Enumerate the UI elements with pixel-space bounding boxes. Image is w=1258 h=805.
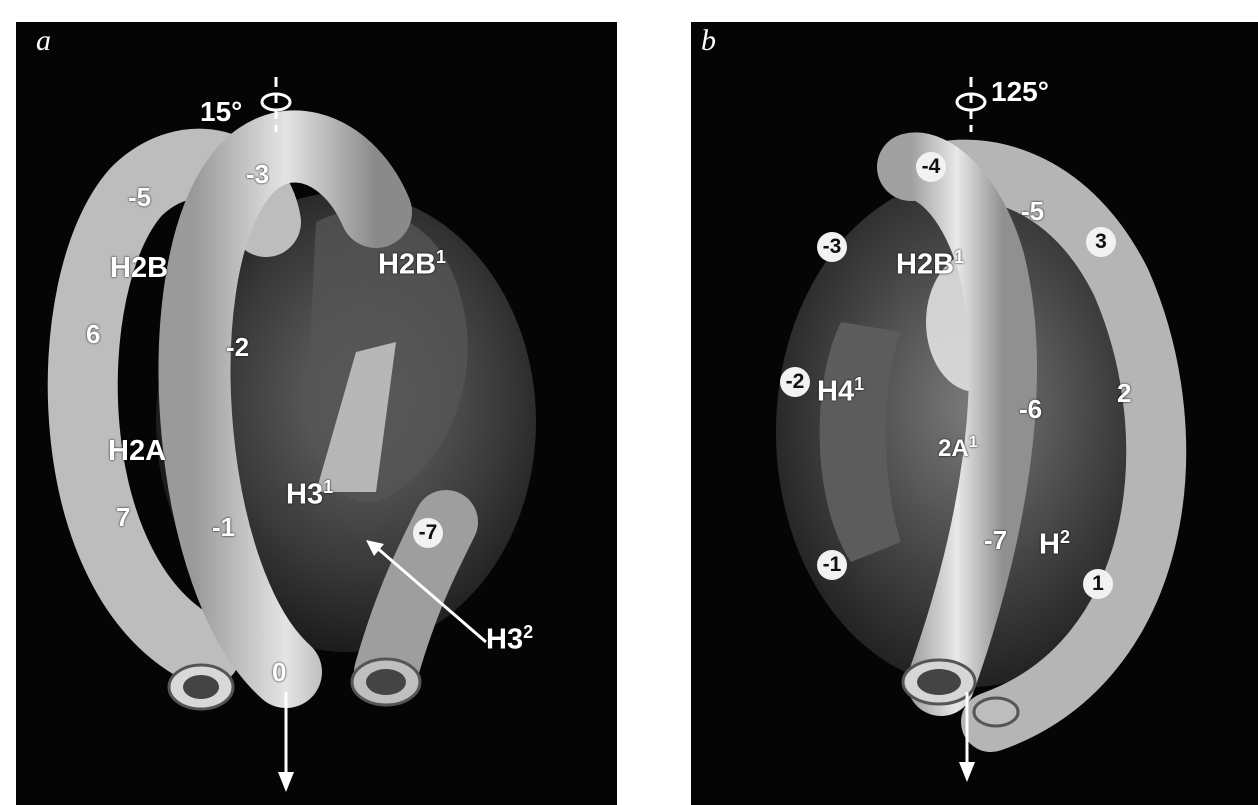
panel-b-figure: b 125° H2B1 H41 2A1 H2 -4 -5 3 -3 -2 -6 … xyxy=(691,22,1258,805)
h3-1-label: H31 xyxy=(286,477,333,512)
h4-1-label: H41 xyxy=(817,374,864,409)
position-6: 6 xyxy=(86,319,100,350)
position-minus-3: -3 xyxy=(246,159,269,190)
position-minus-2: -2 xyxy=(226,332,249,363)
position-2: 2 xyxy=(1117,378,1131,409)
panel-a-rendering xyxy=(16,22,617,805)
position-minus-5: -5 xyxy=(128,182,151,213)
position-minus-3: -3 xyxy=(817,232,847,262)
position-minus-1: -1 xyxy=(212,512,235,543)
h2b1-label: H2B1 xyxy=(378,247,446,282)
position-minus-4: -4 xyxy=(916,152,946,182)
panel-letter-a: a xyxy=(36,24,51,58)
h2b1-label: H2B1 xyxy=(896,247,964,282)
position-0: 0 xyxy=(272,657,286,688)
position-7: 7 xyxy=(116,502,130,533)
h2b-label: H2B xyxy=(110,252,168,285)
h2a1-label: 2A1 xyxy=(938,434,978,463)
panel-letter-b: b xyxy=(701,24,716,58)
panel-b-rendering xyxy=(691,22,1258,805)
rotation-angle-label: 125° xyxy=(991,76,1049,108)
h3-2-label: H32 xyxy=(486,622,533,657)
position-minus-2: -2 xyxy=(780,367,810,397)
rotation-angle-label: 15° xyxy=(200,96,242,128)
position-1: 1 xyxy=(1083,569,1113,599)
position-minus-1: -1 xyxy=(817,550,847,580)
h2a-label: H2A xyxy=(108,435,166,468)
position-minus-7: -7 xyxy=(413,518,443,548)
panel-a-figure: a 15° H2B H2B1 H2A H31 H32 -5 -3 6 -2 7 … xyxy=(16,22,617,805)
position-minus-7: -7 xyxy=(984,525,1007,556)
h3-partial-label: H2 xyxy=(1039,527,1070,562)
position-3: 3 xyxy=(1086,227,1116,257)
position-minus-6: -6 xyxy=(1019,394,1042,425)
position-minus-5: -5 xyxy=(1021,196,1044,227)
